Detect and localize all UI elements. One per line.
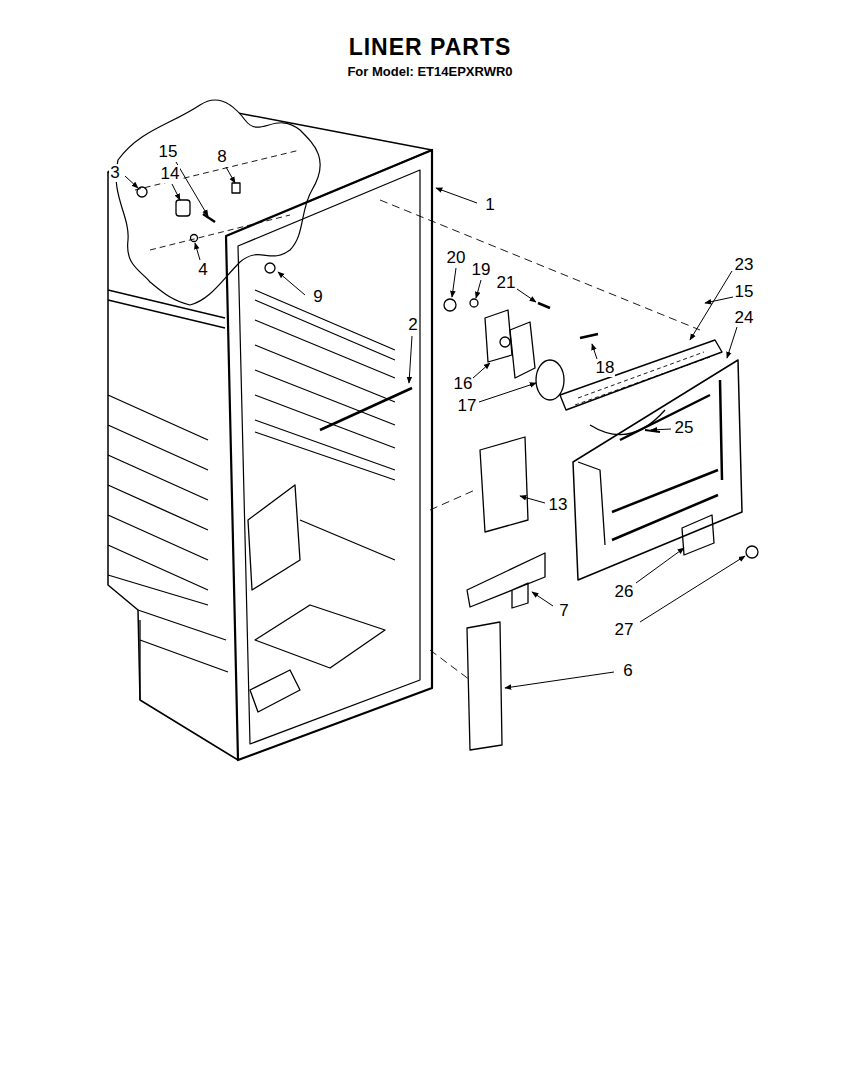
callout-number: 15 — [734, 283, 755, 301]
callout-number: 13 — [548, 496, 569, 514]
callout-number: 26 — [614, 583, 635, 601]
callout-number: 15 — [158, 143, 179, 161]
callout-number: 14 — [160, 165, 181, 183]
callout-number: 20 — [446, 249, 467, 267]
callout-number: 19 — [471, 261, 492, 279]
callout-number: 2 — [407, 316, 418, 334]
callout-number: 4 — [197, 261, 208, 279]
callout-number: 16 — [453, 375, 474, 393]
callout-number: 9 — [312, 288, 323, 306]
callout-number: 6 — [622, 662, 633, 680]
callout-number: 1 — [484, 196, 495, 214]
callout-number: 24 — [734, 309, 755, 327]
callout-number: 18 — [595, 359, 616, 377]
callout-number: 3 — [109, 164, 120, 182]
callout-number: 27 — [614, 621, 635, 639]
callout-number: 17 — [457, 397, 478, 415]
callout-number: 25 — [674, 419, 695, 437]
callout-number: 23 — [734, 256, 755, 274]
callout-number: 21 — [496, 274, 517, 292]
callout-number: 8 — [216, 148, 227, 166]
page-title: LINER PARTS — [349, 34, 512, 61]
callout-number: 7 — [558, 602, 569, 620]
model-caption: For Model: ET14EPXRWR0 — [347, 64, 512, 79]
